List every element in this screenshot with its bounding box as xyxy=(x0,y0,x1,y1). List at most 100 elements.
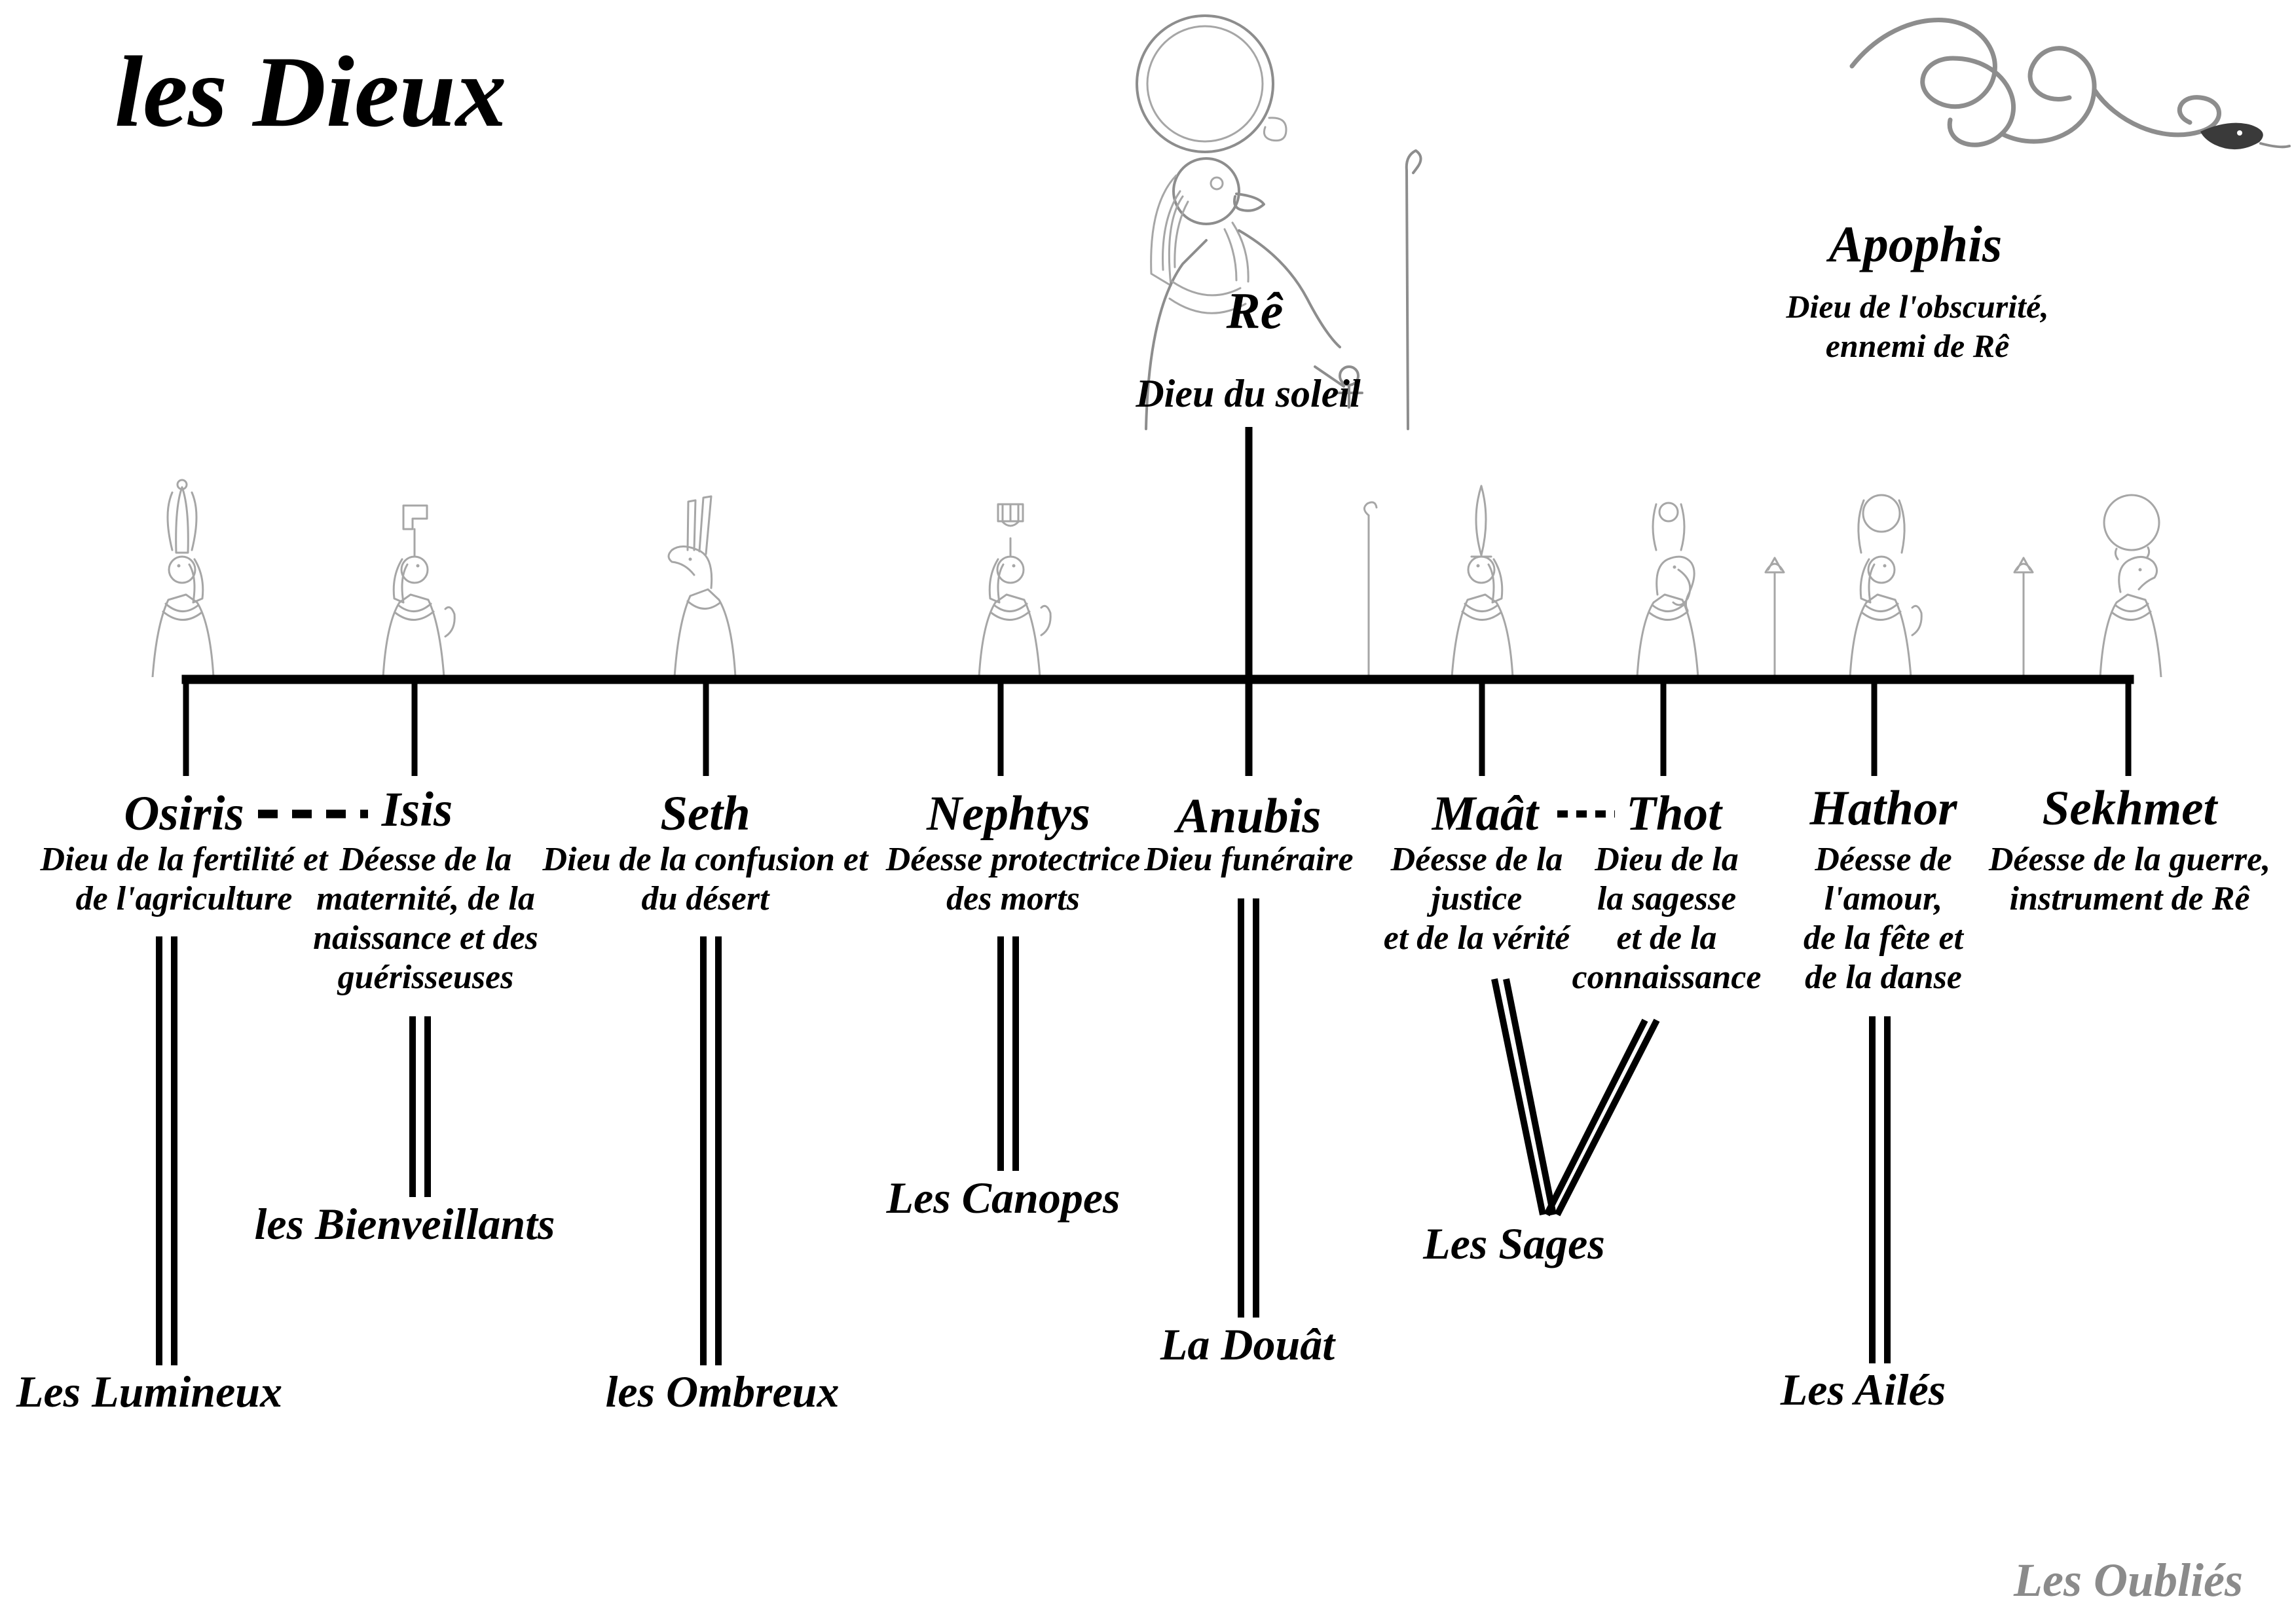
description-line: la sagesse xyxy=(1597,880,1737,917)
god-name-sekhmet: Sekhmet xyxy=(2042,781,2217,836)
description-line: Dieu de la xyxy=(1595,841,1739,878)
sekhmet-figure-image xyxy=(2099,494,2162,677)
ibis-beak-icon xyxy=(1672,568,1692,606)
re-figure-image xyxy=(1136,14,1422,430)
osiris-descent-line xyxy=(156,936,177,1365)
papyrus-scepter-icon xyxy=(2013,557,2034,678)
description-line: connaissance xyxy=(1572,959,1762,996)
description-line: Dieu de la fertilité et xyxy=(40,841,328,878)
seth-figure-image xyxy=(667,495,737,677)
nephtys-figure-image xyxy=(978,503,1052,677)
description-line: Déesse de la xyxy=(339,841,512,878)
staff-icon xyxy=(1405,149,1422,430)
description-line: naissance et des xyxy=(313,919,538,957)
apophis-figure-image xyxy=(1849,18,2291,150)
hathor-descent-line xyxy=(1869,1016,1891,1363)
description-line: et de la xyxy=(1616,919,1717,957)
description-line: de la danse xyxy=(1805,959,1962,996)
label-la-douat: La Douât xyxy=(1160,1320,1335,1369)
description-line: des morts xyxy=(946,880,1080,917)
uraeus-icon xyxy=(1263,117,1287,142)
maat-thot-descent-v xyxy=(1491,978,1660,1217)
anubis-descent-line xyxy=(1238,898,1259,1318)
re-description: Dieu du soleil xyxy=(1136,372,1361,415)
sun-disk-icon xyxy=(2103,494,2160,551)
nephtys-headdress-icon xyxy=(997,503,1024,527)
god-description-nephtys: Déesse protectrice des morts xyxy=(886,840,1140,919)
atef-crown-icon xyxy=(175,486,189,554)
throne-headdress-icon xyxy=(402,504,428,530)
god-description-thot: Dieu de la la sagesse et de la connaissa… xyxy=(1572,840,1762,997)
thot-figure-image xyxy=(1636,502,1699,677)
god-description-sekhmet: Déesse de la guerre, instrument de Rê xyxy=(1989,840,2270,919)
serpent-coil xyxy=(2000,46,2097,144)
description-line: du désert xyxy=(641,880,769,917)
god-description-osiris: Dieu de la fertilité et de l'agriculture xyxy=(40,840,327,919)
page-title: les Dieux xyxy=(115,35,507,148)
apophis-description: Dieu de l'obscurité, ennemi de Rê xyxy=(1786,287,2048,365)
description-line: maternité, de la xyxy=(316,880,535,917)
god-name-thot: Thot xyxy=(1626,786,1722,841)
description-line: Dieu de la confusion et xyxy=(542,841,868,878)
hathor-figure-image xyxy=(1849,494,1923,677)
god-name-nephtys: Nephtys xyxy=(927,786,1090,841)
god-description-hathor: Déesse de l'amour, de la fête et de la d… xyxy=(1804,840,1963,997)
god-name-isis: Isis xyxy=(381,783,453,837)
cow-horns-icon xyxy=(1857,499,1906,554)
description-line: Dieu funéraire xyxy=(1144,841,1354,878)
seth-animal-head-icon xyxy=(667,545,713,589)
label-les-bienveillants: les Bienveillants xyxy=(254,1199,555,1249)
god-description-maat: Déesse de la justice et de la vérité xyxy=(1384,840,1570,958)
description-line: l'amour, xyxy=(1824,880,1943,917)
serpent-tongue xyxy=(2259,142,2291,149)
serpent-coil xyxy=(2092,87,2221,138)
apophis-name: Apophis xyxy=(1828,215,2003,272)
god-description-anubis: Dieu funéraire xyxy=(1144,840,1353,879)
sun-disk-icon xyxy=(1136,14,1274,153)
god-description-isis: Déesse de la maternité, de la naissance … xyxy=(313,840,538,997)
isis-figure-image xyxy=(382,504,456,677)
god-name-seth: Seth xyxy=(660,786,750,841)
description-line: Déesse de xyxy=(1815,841,1952,878)
footer-les-oublies: Les Oubliés xyxy=(2014,1554,2243,1606)
isis-descent-line xyxy=(409,1016,431,1197)
god-name-maat: Maât xyxy=(1432,786,1539,841)
osiris-figure-image xyxy=(151,479,215,677)
description-line: Déesse de la xyxy=(1390,841,1563,878)
label-les-canopes: Les Canopes xyxy=(886,1173,1120,1223)
papyrus-scepter-icon xyxy=(1764,557,1785,678)
description-line: justice xyxy=(1431,880,1523,917)
raised-hand xyxy=(444,606,456,638)
lunar-disk-icon xyxy=(1658,502,1679,523)
god-name-hathor: Hathor xyxy=(1809,781,1957,836)
god-name-anubis: Anubis xyxy=(1176,789,1322,843)
sun-disk-icon xyxy=(1862,494,1901,533)
label-les-ailes: Les Ailés xyxy=(1780,1365,1946,1414)
raised-hand xyxy=(1911,604,1923,637)
description-line: guérisseuses xyxy=(337,959,514,996)
serpent-head-icon xyxy=(2200,122,2263,150)
nephtys-descent-line xyxy=(997,936,1019,1171)
siblings-bar xyxy=(181,674,2134,684)
god-name-osiris: Osiris xyxy=(124,786,244,841)
seth-ears-icon xyxy=(686,495,712,555)
maat-figure-image xyxy=(1451,485,1514,677)
label-les-ombreux: les Ombreux xyxy=(605,1367,840,1416)
apophis-description-line: Dieu de l'obscurité, xyxy=(1786,288,2049,325)
description-line: de l'agriculture xyxy=(75,880,293,917)
label-les-sages: Les Sages xyxy=(1423,1219,1605,1268)
was-scepter-icon xyxy=(1363,501,1378,679)
lion-head-icon xyxy=(2118,556,2158,593)
maat-feather-icon xyxy=(1475,485,1487,557)
description-line: de la fête et xyxy=(1804,919,1963,957)
raised-hand xyxy=(1040,604,1052,637)
description-line: et de la vérité xyxy=(1383,919,1570,957)
god-description-seth: Dieu de la confusion et du désert xyxy=(543,840,868,919)
description-line: Déesse protectrice xyxy=(885,841,1141,878)
description-line: instrument de Rê xyxy=(2009,880,2250,917)
seth-descent-line xyxy=(700,936,722,1365)
falcon-head-icon xyxy=(1172,157,1240,225)
apophis-description-line: ennemi de Rê xyxy=(1825,327,2010,364)
